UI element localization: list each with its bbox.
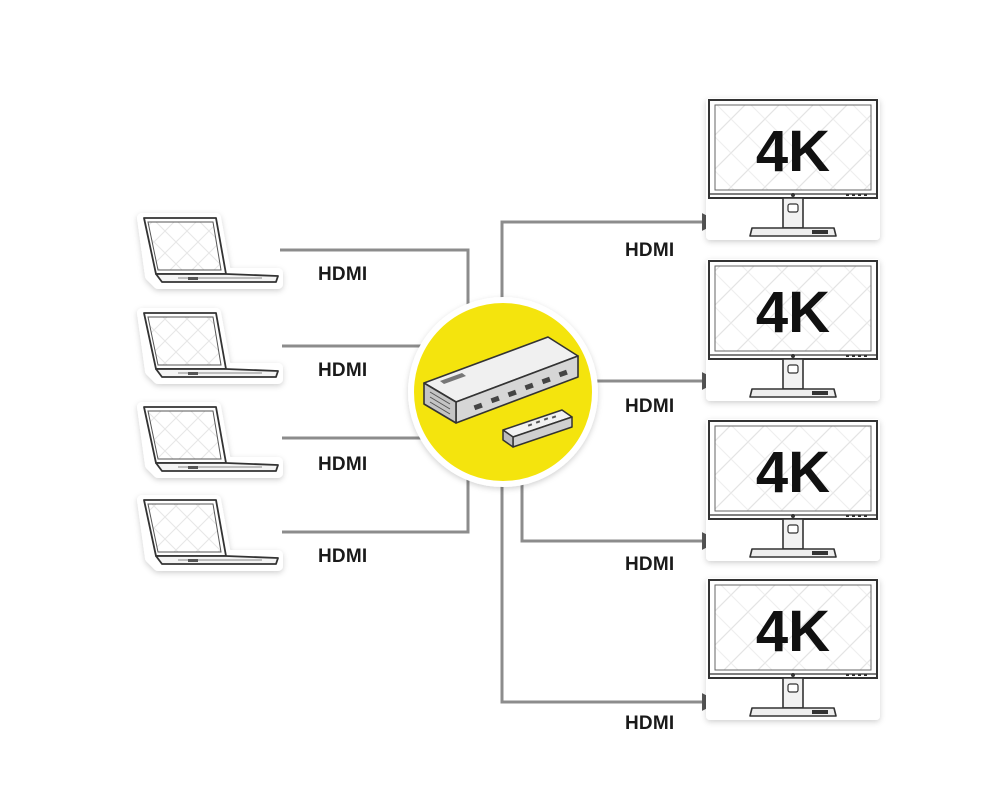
resolution-label: 4K [756,440,830,505]
laptop-icon [137,495,283,571]
resolution-label: 4K [756,119,830,184]
connection-lines [280,248,470,534]
output-lines [500,213,720,711]
output-hdmi-label: HDMI [625,396,675,417]
output-line-3 [520,482,720,550]
output-line-4 [500,480,720,711]
resolution-label: 4K [756,280,830,345]
remote-control-icon [502,409,573,448]
output-devices: 4K 4K 4K 4K [706,98,880,720]
input-line-4 [282,478,470,534]
monitor-icon: 4K [706,98,880,240]
input-devices [137,213,283,571]
laptop-icon [137,213,283,289]
output-hdmi-label: HDMI [625,713,675,734]
output-hdmi-label: HDMI [625,240,675,261]
hub [408,297,598,487]
output-hdmi-label: HDMI [625,554,675,575]
input-hdmi-label: HDMI [318,264,368,285]
output-line-1 [500,213,720,308]
input-hdmi-label: HDMI [318,546,368,567]
monitor-icon: 4K [706,259,880,401]
resolution-label: 4K [756,599,830,664]
laptop-icon [137,402,283,478]
laptop-icon [137,308,283,384]
input-hdmi-label: HDMI [318,360,368,381]
monitor-icon: 4K [706,419,880,561]
matrix-switch-icon [423,336,579,424]
input-hdmi-label: HDMI [318,454,368,475]
input-line-1 [280,248,470,310]
monitor-icon: 4K [706,578,880,720]
